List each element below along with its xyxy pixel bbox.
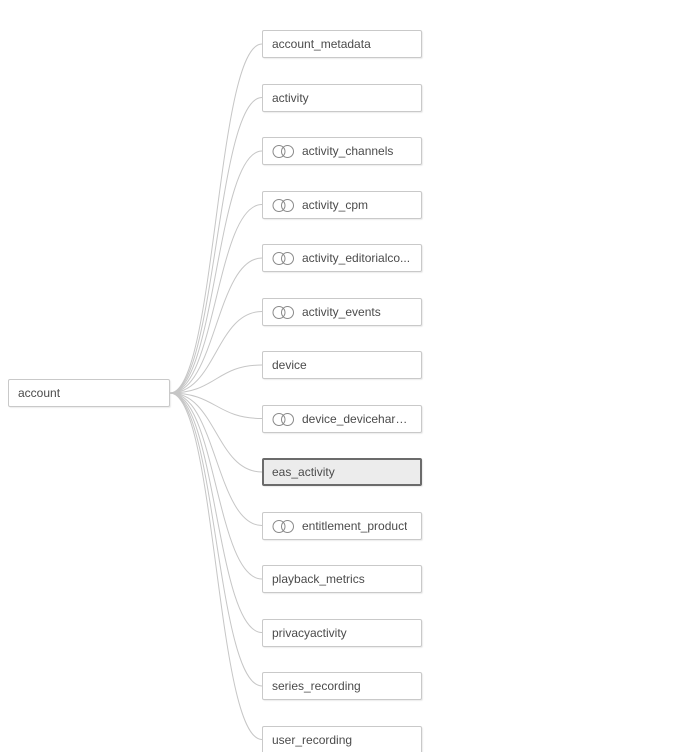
node-label: privacyactivity	[272, 626, 347, 640]
connector-line	[169, 392, 263, 740]
node-label: account	[18, 386, 61, 400]
node-label: activity_events	[302, 305, 381, 319]
join-venn-icon	[272, 305, 295, 320]
node-account_metadata[interactable]: account_metadata	[262, 30, 422, 58]
node-label: activity_channels	[302, 144, 394, 158]
node-user_recording[interactable]: user_recording	[262, 726, 422, 752]
connector-line	[169, 311, 263, 394]
node-label: eas_activity	[272, 465, 335, 479]
node-label: device_devicehardw...	[302, 412, 413, 426]
node-label: series_recording	[272, 679, 361, 693]
node-activity_editorialco[interactable]: activity_editorialco...	[262, 244, 422, 272]
node-activity_cpm[interactable]: activity_cpm	[262, 191, 422, 219]
node-label: account_metadata	[272, 37, 371, 51]
node-activity[interactable]: activity	[262, 84, 422, 112]
node-label: playback_metrics	[272, 572, 365, 586]
connector-line	[169, 97, 263, 394]
node-privacyactivity[interactable]: privacyactivity	[262, 619, 422, 647]
join-venn-icon	[272, 144, 295, 159]
connector-line	[169, 364, 263, 394]
join-venn-icon	[272, 251, 295, 266]
node-label: activity_cpm	[302, 198, 369, 212]
node-label: user_recording	[272, 733, 353, 747]
node-label: device	[272, 358, 307, 372]
connector-line	[169, 392, 263, 473]
node-eas_activity[interactable]: eas_activity	[262, 458, 422, 486]
node-label: activity_editorialco...	[302, 251, 411, 265]
connector-line	[169, 392, 263, 419]
node-device[interactable]: device	[262, 351, 422, 379]
join-venn-icon	[272, 519, 295, 534]
connector-line	[169, 257, 263, 394]
join-venn-icon	[272, 198, 295, 213]
node-device_devicehardw[interactable]: device_devicehardw...	[262, 405, 422, 433]
connector-line	[169, 204, 263, 394]
node-activity_events[interactable]: activity_events	[262, 298, 422, 326]
connector-line	[169, 392, 263, 633]
node-label: activity	[272, 91, 309, 105]
node-account[interactable]: account	[8, 379, 170, 407]
connector-line	[169, 392, 263, 526]
connector-line	[169, 43, 263, 394]
connector-line	[169, 392, 263, 580]
node-activity_channels[interactable]: activity_channels	[262, 137, 422, 165]
node-entitlement_product[interactable]: entitlement_product	[262, 512, 422, 540]
connector-line	[169, 392, 263, 687]
node-series_recording[interactable]: series_recording	[262, 672, 422, 700]
node-label: entitlement_product	[302, 519, 408, 533]
connector-line	[169, 150, 263, 394]
node-playback_metrics[interactable]: playback_metrics	[262, 565, 422, 593]
join-venn-icon	[272, 412, 295, 427]
